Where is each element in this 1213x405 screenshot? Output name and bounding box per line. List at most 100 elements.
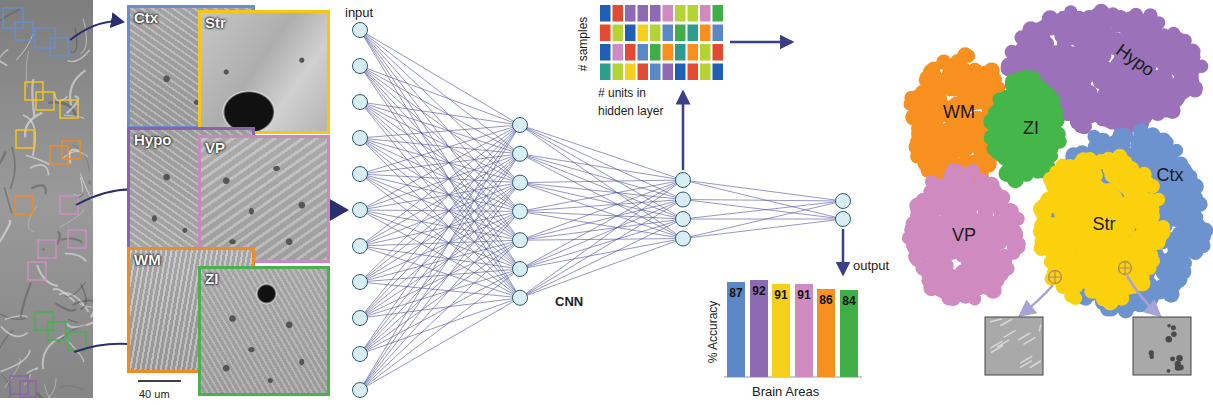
- cluster-dot: [1167, 33, 1182, 48]
- cluster-label: ZI: [1023, 118, 1039, 139]
- network-link: [520, 200, 683, 298]
- activation-cell: [713, 44, 724, 61]
- network-link: [683, 200, 843, 202]
- neuron: [353, 311, 368, 326]
- cluster-dot: [1045, 93, 1060, 108]
- network-link: [520, 180, 683, 183]
- fiber: [73, 177, 82, 196]
- neuron: [513, 262, 528, 277]
- network-link: [683, 180, 843, 201]
- fiber: [59, 386, 83, 390]
- cluster-dot: [920, 211, 934, 225]
- activation-cell: [713, 64, 724, 81]
- cluster-dot: [963, 80, 979, 96]
- activation-cell: [713, 5, 724, 22]
- activation-cell: [700, 64, 711, 81]
- network-link: [520, 183, 683, 239]
- network-link: [520, 239, 683, 270]
- network-link: [520, 183, 683, 219]
- network-link: [520, 154, 683, 200]
- activation-cell: [675, 5, 686, 22]
- cluster-dot: [995, 219, 1012, 236]
- neuron: [353, 23, 368, 38]
- fiber: [57, 232, 60, 244]
- activation-cell: [638, 5, 649, 22]
- accuracy-value: 87: [727, 282, 745, 300]
- cluster-region: VP: [903, 165, 1025, 305]
- fiber: [4, 358, 20, 388]
- neuron: [353, 347, 368, 362]
- neuron: [513, 233, 528, 248]
- brain-slice-strip: [0, 0, 93, 398]
- network-link: [360, 138, 520, 154]
- fiber: [27, 368, 38, 373]
- network-link: [360, 183, 520, 210]
- cluster-dot: [961, 49, 974, 62]
- cluster-dot: [1190, 211, 1204, 225]
- network-link: [360, 240, 520, 246]
- network-link: [360, 125, 520, 390]
- network-link: [683, 201, 843, 239]
- activation-cell: [650, 5, 661, 22]
- network-link: [683, 219, 843, 239]
- accuracy-bar: 91: [795, 284, 813, 377]
- network-link: [360, 183, 520, 354]
- neuron: [676, 192, 691, 207]
- cluster-dot: [1135, 107, 1148, 120]
- cluster-dot: [1136, 34, 1151, 49]
- cluster-dot: [1001, 262, 1015, 276]
- cluster-dot: [1007, 172, 1024, 189]
- fiber: [67, 50, 89, 61]
- fiber: [30, 165, 49, 175]
- neuron: [513, 290, 528, 305]
- network-link: [360, 298, 520, 354]
- network-link: [360, 269, 520, 318]
- cluster-dot: [1159, 103, 1174, 118]
- cluster-dot: [926, 273, 941, 288]
- cluster-dot: [977, 255, 993, 271]
- cluster-dot: [952, 166, 967, 181]
- network-link: [683, 201, 843, 219]
- neuron: [676, 231, 691, 246]
- neuron: [513, 204, 528, 219]
- image-panel: Str: [198, 10, 330, 134]
- cluster-dot: [935, 127, 949, 141]
- fiber: [32, 79, 34, 116]
- fiber: [26, 155, 50, 164]
- network-link: [683, 219, 843, 220]
- network-link: [360, 30, 520, 125]
- cluster-dot: [957, 47, 973, 63]
- activation-cell: [613, 44, 624, 61]
- neuron: [353, 131, 368, 146]
- fiber: [10, 147, 15, 189]
- cluster-dot: [1047, 122, 1060, 135]
- network-link: [360, 102, 520, 154]
- activation-cell: [663, 44, 674, 61]
- cluster-label: WM: [943, 102, 975, 123]
- accuracy-value: 84: [840, 290, 858, 308]
- cluster-dot: [1073, 74, 1087, 88]
- cluster-dot: [1001, 58, 1016, 73]
- cluster-dot: [913, 246, 928, 261]
- activation-cell: [625, 44, 636, 61]
- activation-cell: [613, 5, 624, 22]
- accuracy-value: 86: [817, 289, 835, 307]
- network-link: [360, 240, 520, 390]
- cluster-dot: [1090, 7, 1105, 22]
- network-link: [360, 240, 520, 282]
- network-link: [360, 183, 520, 390]
- activation-cell: [600, 64, 611, 81]
- activation-cell: [600, 25, 611, 42]
- network-link: [360, 154, 520, 174]
- neuron: [676, 173, 691, 188]
- cluster-dot: [905, 109, 922, 126]
- network-link: [360, 282, 520, 298]
- network-link: [360, 183, 520, 246]
- cluster-dot: [1142, 15, 1159, 32]
- activation-cell: [700, 5, 711, 22]
- activation-cell: [650, 64, 661, 81]
- network-link: [520, 154, 683, 219]
- network-link: [360, 211, 520, 318]
- cluster-dot: [945, 74, 959, 88]
- fiber: [73, 300, 93, 305]
